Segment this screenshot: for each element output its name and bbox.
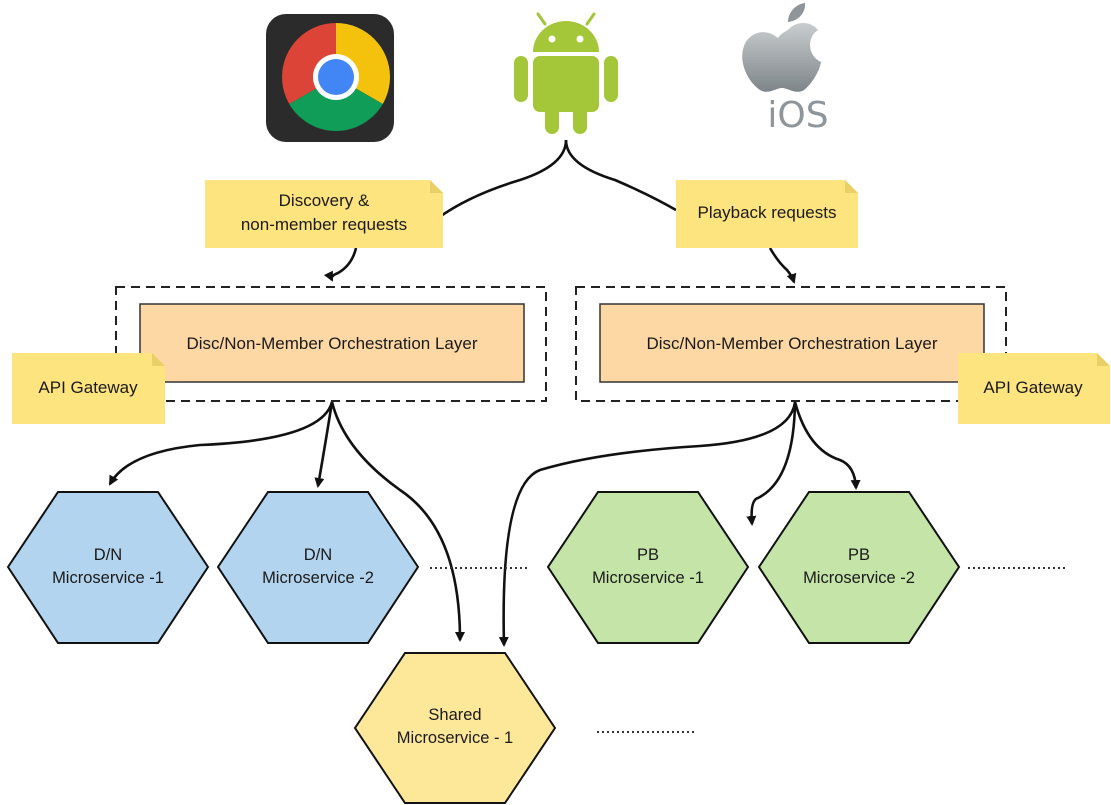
connector-right-to-pb1 [746, 401, 797, 526]
note-discovery-requests: Discovery & non-member requests [205, 180, 443, 248]
chrome-logo-icon [266, 14, 394, 142]
ios-label: iOS [767, 95, 828, 136]
api-gateway-container-right [575, 286, 1007, 402]
android-robot-icon [514, 12, 618, 134]
connector-android-to-discovery [437, 139, 568, 220]
microservice-pb-2: PB Microservice -2 [757, 491, 961, 644]
note-playback-requests: Playback requests [676, 180, 858, 248]
orchestration-layer-right-label: Disc/Non-Member Orchestration Layer [647, 334, 938, 353]
microservice-dn-2-subtitle: Microservice -2 [262, 569, 374, 587]
microservice-pb-1-subtitle: Microservice -1 [592, 569, 704, 587]
note-discovery-line1: Discovery & [279, 191, 370, 210]
connector-right-to-shared [498, 401, 797, 647]
connectors [108, 139, 861, 647]
orchestration-layer-left: Disc/Non-Member Orchestration Layer [139, 303, 525, 383]
microservice-dn-2: D/N Microservice -2 [216, 491, 420, 644]
connector-left-to-shared [330, 401, 465, 642]
microservice-dn-1: D/N Microservice -1 [6, 491, 210, 644]
note-api-gateway-left: API Gateway [12, 353, 165, 424]
orchestration-layer-left-label: Disc/Non-Member Orchestration Layer [187, 334, 478, 353]
microservice-dn-2-title: D/N [304, 546, 332, 564]
connector-android-to-playback [564, 139, 677, 212]
microservice-pb-1: PB Microservice -1 [546, 491, 750, 644]
note-api-gateway-right: API Gateway [958, 353, 1110, 424]
connector-left-to-dn1 [108, 401, 334, 486]
api-gateway-container-left [115, 286, 547, 402]
connector-discovery-to-layer [323, 247, 358, 282]
microservice-pb-2-title: PB [848, 546, 870, 564]
orchestration-layer-right: Disc/Non-Member Orchestration Layer [599, 303, 985, 383]
microservice-dn-1-title: D/N [94, 546, 122, 564]
note-api-gateway-right-label: API Gateway [983, 378, 1083, 397]
note-playback-label: Playback requests [698, 203, 837, 222]
note-discovery-line2: non-member requests [241, 215, 407, 234]
connector-playback-to-layer [768, 247, 797, 284]
microservice-dn-1-subtitle: Microservice -1 [52, 569, 164, 587]
connector-left-to-dn2 [314, 401, 334, 488]
note-api-gateway-left-label: API Gateway [38, 378, 138, 397]
microservice-pb-2-subtitle: Microservice -2 [803, 569, 915, 587]
connector-right-to-pb2 [793, 401, 861, 490]
microservice-shared-1: Shared Microservice - 1 [353, 652, 557, 804]
apple-logo-icon [742, 3, 821, 92]
microservice-shared-1-title: Shared [428, 706, 481, 724]
microservice-shared-1-subtitle: Microservice - 1 [397, 729, 513, 747]
microservice-pb-1-title: PB [637, 546, 659, 564]
